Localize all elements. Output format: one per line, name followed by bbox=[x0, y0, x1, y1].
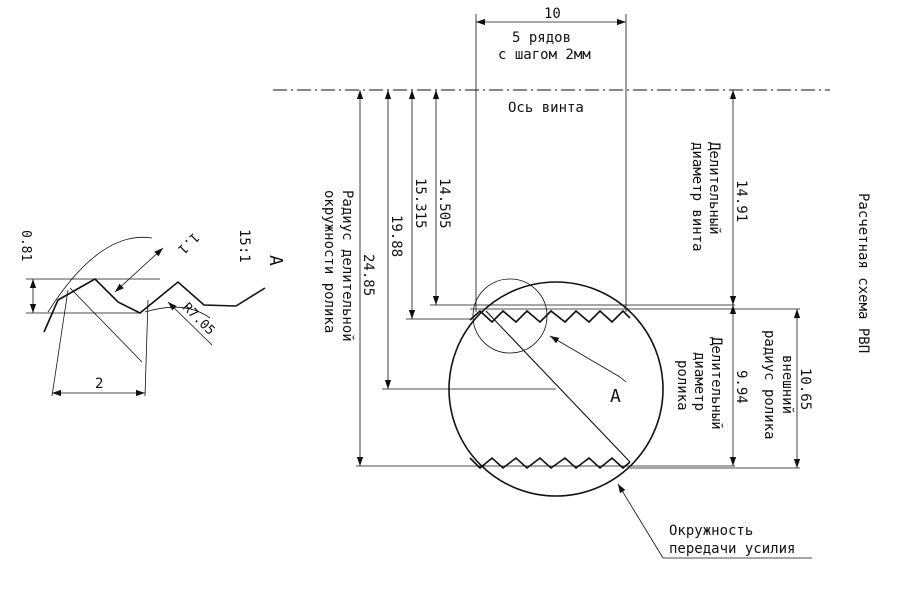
dim-14-505-value: 14.505 bbox=[436, 178, 452, 229]
detail-a-view: 0.81 1.1 2 R7.05 А 15:1 bbox=[18, 229, 286, 397]
detail-a-dim-0-81: 0.81 bbox=[18, 230, 33, 261]
detail-a-flank-right bbox=[51, 289, 69, 397]
detail-a-circle bbox=[472, 278, 548, 354]
dim-15-315-value: 15.315 bbox=[412, 178, 428, 229]
detail-a-profile bbox=[43, 278, 266, 333]
roller-pitch-diam-label-1: Делительный bbox=[708, 337, 724, 430]
detail-a-pitch-arc-2 bbox=[144, 306, 211, 319]
screw-pitch-diam-label-2: диаметр винта bbox=[689, 142, 705, 252]
detail-a-leader-tail bbox=[619, 376, 627, 383]
force-circle-label-1: Окружность bbox=[669, 523, 753, 539]
roller-outer-radius-label-2: радиус ролика bbox=[761, 330, 777, 440]
detail-a-dim-1-1: 1.1 bbox=[175, 229, 202, 256]
roller-pitch-diam-label-2: диаметр bbox=[691, 352, 707, 411]
dim-9-94-value: 9.94 bbox=[733, 370, 749, 404]
detail-a-flank-left bbox=[69, 287, 143, 363]
detail-a-pitch-arc bbox=[47, 236, 153, 313]
roller-diagonal bbox=[485, 310, 631, 463]
screw-axis-label: Ось винта bbox=[508, 100, 584, 116]
detail-a-dim-1-1-line bbox=[114, 247, 164, 293]
detail-a-label: А bbox=[265, 255, 286, 266]
dim-19-88-value: 19.88 bbox=[388, 215, 404, 257]
detail-a-main-label: А bbox=[610, 386, 621, 407]
roller-pitch-radius-label-2: окружности ролика bbox=[321, 190, 337, 333]
roller-pitch-radius-label-1: Радиус делительной bbox=[339, 190, 355, 342]
detail-a-r7-05-leader bbox=[167, 301, 213, 346]
drawing-title: Расчетная схема РВП bbox=[855, 193, 871, 353]
dim-14-91-value: 14.91 bbox=[733, 180, 749, 222]
detail-a-dim-2: 2 bbox=[95, 376, 103, 392]
rows-label-2: с шагом 2мм bbox=[498, 47, 591, 63]
screw-thread-top bbox=[469, 309, 631, 324]
force-circle-leader bbox=[617, 483, 664, 559]
pitch-width-value: 10 bbox=[544, 6, 561, 22]
dim-10-65-value: 10.65 bbox=[797, 368, 813, 410]
detail-a-flank-ext bbox=[144, 299, 149, 397]
force-circle-label-2: передачи усилия bbox=[669, 541, 795, 557]
roller-thread-bottom bbox=[469, 456, 631, 470]
detail-a-scale: 15:1 bbox=[236, 229, 252, 263]
detail-a-leader bbox=[549, 335, 621, 378]
screw-pitch-diam-label-1: Делительный bbox=[706, 142, 722, 235]
rows-label-1: 5 рядов bbox=[512, 30, 571, 46]
dim-24-85-value: 24.85 bbox=[360, 254, 376, 296]
roller-pitch-diam-label-3: ролика bbox=[674, 360, 690, 411]
roller-outer-radius-label-1: внешний bbox=[779, 355, 795, 414]
